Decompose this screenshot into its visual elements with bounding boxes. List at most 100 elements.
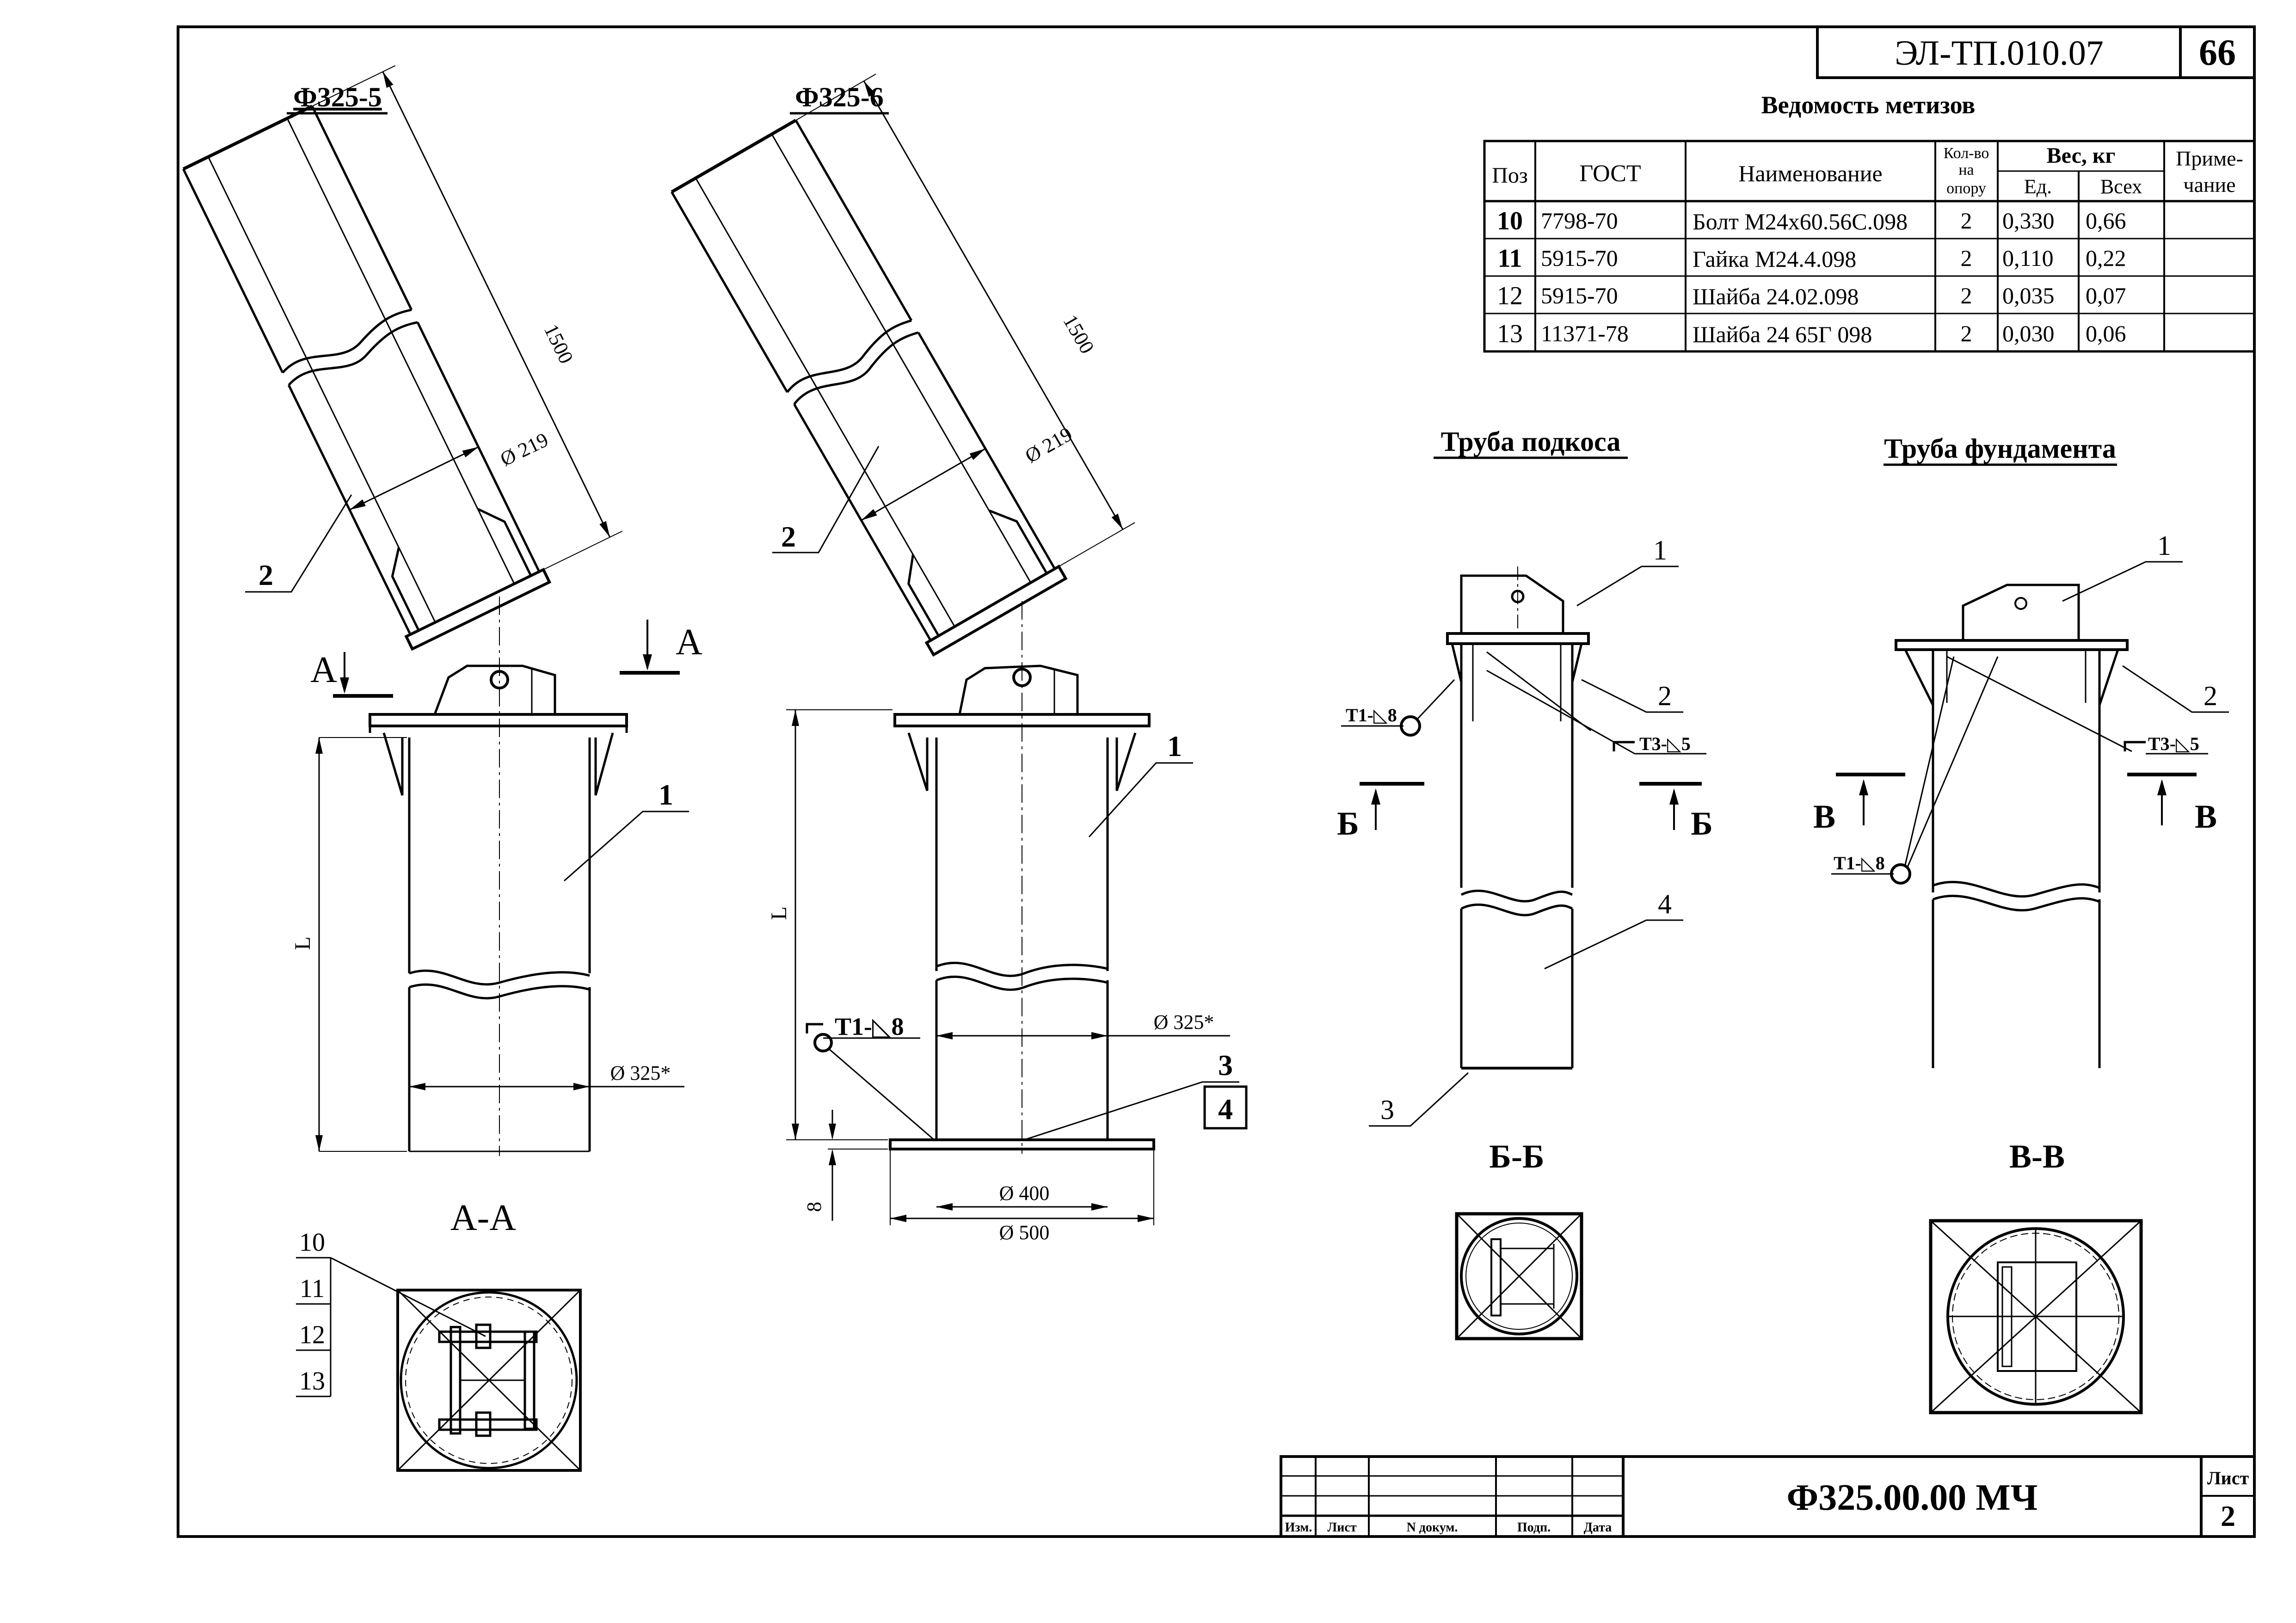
position-label: 4 (1218, 1093, 1233, 1125)
position-label: 1 (1653, 535, 1667, 566)
table-row: 11 5915-70 Гайка М24.4.098 2 0,110 0,22 (1498, 244, 2126, 273)
view-title-brace-pipe: Труба подкоса (1441, 426, 1621, 457)
section-mark-a-right: А (676, 622, 702, 663)
position-label: 2 (1658, 681, 1672, 711)
section-a-a (296, 1257, 582, 1472)
section-title-v-v: В-В (2009, 1138, 2065, 1175)
position-label: 12 (299, 1321, 325, 1349)
section-mark-a-left: А (310, 650, 337, 690)
bom-cell-qty: 2 (1961, 245, 1972, 271)
table-row: 13 11371-78 Шайба 24 65Г 098 2 0,030 0,0… (1497, 320, 2126, 348)
title-col-sheet: Лист (1327, 1520, 1356, 1535)
weld-symbol-t3: Т3-◺5 (2148, 733, 2199, 754)
position-label: 4 (1658, 889, 1672, 919)
doc-code: ЭЛ-ТП.010.07 (1895, 34, 2104, 73)
bom-header-weight: Вес, кг (2047, 143, 2116, 168)
position-label: 2 (781, 520, 796, 553)
bom-cell-gost: 7798-70 (1541, 208, 1618, 234)
bom-cell-name: Гайка М24.4.098 (1693, 246, 1856, 272)
title-col-signature: Подп. (1517, 1520, 1551, 1535)
bom-cell-gost: 5915-70 (1541, 245, 1618, 271)
position-label: 13 (299, 1367, 325, 1396)
section-mark-v-right: В (2195, 798, 2217, 835)
position-label: 1 (2157, 530, 2171, 561)
document-stamp: ЭЛ-ТП.010.07 66 (1816, 25, 2256, 79)
section-a-a-labels: А-А 10 11 12 13 (299, 1198, 516, 1396)
title-block (1280, 1455, 2256, 1538)
title-col-doc-number: N докум. (1407, 1520, 1458, 1535)
bom-cell-qty: 2 (1961, 208, 1972, 234)
position-label: 1 (659, 778, 673, 811)
bom-cell-pos: 11 (1498, 244, 1522, 273)
bom-cell-total: 0,06 (2086, 320, 2126, 346)
bom-title: Ведомость метизов (1761, 91, 1976, 119)
section-mark-v-left: В (1813, 798, 1835, 835)
section-title-a-a: А-А (450, 1198, 516, 1238)
table-row: 12 5915-70 Шайба 24.02.098 2 0,035 0,07 (1497, 282, 2126, 310)
title-block-text: Изм. Лист N докум. Подп. Дата Ф325.00.00… (1285, 1468, 2249, 1535)
bom-cell-pos: 10 (1497, 207, 1523, 235)
view-brace-pipe-labels: 1 2 4 3 Т1-◺8 Т3-◺5 Б Б Б-Б (1337, 535, 1713, 1175)
dim-dia-400: Ø 400 (999, 1182, 1050, 1205)
position-label: 2 (259, 559, 273, 591)
position-label: 3 (1218, 1049, 1233, 1082)
section-mark-b-left: Б (1337, 805, 1359, 842)
view-brace-pipe (1341, 566, 1706, 1127)
bom-header-gost: ГОСТ (1579, 160, 1641, 187)
view-title-foundation-pipe: Труба фундамента (1884, 433, 2116, 464)
view-f325-6 (671, 74, 1248, 1225)
bom-cell-total: 0,07 (2086, 283, 2126, 308)
bom-header-pos: Поз (1492, 163, 1528, 188)
bom-header-qty-1: Кол-во (1944, 145, 1989, 162)
weld-symbol-t1: Т1-◺8 (1834, 853, 1885, 873)
weld-symbol-t1: Т1-◺8 (835, 1013, 904, 1040)
bom-header-unit: Ед. (2024, 175, 2052, 198)
bom-cell-unit: 0,035 (2002, 283, 2055, 308)
bom-header-name: Наименование (1738, 160, 1883, 186)
section-mark-b-right: Б (1691, 805, 1713, 842)
dim-dia-325: Ø 325* (1154, 1011, 1214, 1033)
view-title-f325-6: Ф325-6 (795, 82, 884, 112)
bom-cell-unit: 0,110 (2002, 245, 2054, 271)
drawing-frame (177, 25, 2256, 1538)
bom-cell-gost: 5915-70 (1541, 283, 1618, 308)
view-foundation-pipe (1831, 561, 2229, 1068)
view-f325-6-labels: 2 1 3 4 1500 Ø 219 L 8 Ø 325* Ø 400 Ø 50… (767, 311, 1233, 1244)
title-col-date: Дата (1584, 1520, 1612, 1535)
position-label: 3 (1380, 1094, 1394, 1125)
dim-dia-500: Ø 500 (999, 1221, 1050, 1244)
bom-cell-pos: 12 (1497, 282, 1523, 310)
bom-cell-name: Шайба 24 65Г 098 (1693, 321, 1872, 347)
bom-header-qty-3: опору (1946, 180, 1986, 197)
view-f325-5 (182, 65, 689, 1156)
designation: Ф325.00.00 МЧ (1787, 1477, 2038, 1518)
position-label: 11 (300, 1274, 325, 1303)
section-v-v (1929, 1219, 2143, 1414)
bom-cell-qty: 2 (1961, 320, 1972, 346)
bom-table: Ведомость метизов Поз ГОСТ Наименование … (1483, 91, 2256, 353)
dim-length-L: L (767, 906, 791, 920)
bom-cell-unit: 0,330 (2002, 208, 2055, 234)
bom-cell-total: 0,66 (2086, 208, 2126, 234)
dim-dia-325: Ø 325* (610, 1062, 671, 1084)
view-foundation-pipe-labels: 1 2 Т1-◺8 Т3-◺5 В В В-В (1813, 530, 2217, 1175)
position-label: 1 (1167, 730, 1182, 762)
bom-header-qty-2: на (1958, 161, 1974, 178)
dim-length-L: L (290, 936, 315, 950)
bom-cell-total: 0,22 (2086, 245, 2126, 271)
weld-symbol-t3: Т3-◺5 (1639, 733, 1691, 754)
dim-thickness-8: 8 (803, 1202, 825, 1212)
section-b-b (1455, 1212, 1583, 1340)
bom-cell-qty: 2 (1961, 283, 1972, 308)
position-label: 2 (2204, 681, 2217, 711)
bom-cell-pos: 13 (1497, 320, 1523, 348)
section-title-b-b: Б-Б (1489, 1138, 1544, 1175)
bom-header-note-2: чание (2183, 173, 2235, 197)
bom-header-total: Всех (2100, 175, 2142, 198)
bom-cell-unit: 0,030 (2002, 320, 2055, 346)
weld-symbol-t1: Т1-◺8 (1346, 705, 1397, 725)
sheet-number: 2 (2221, 1500, 2235, 1532)
bom-header-note-1: Приме- (2176, 147, 2243, 170)
bom-cell-gost: 11371-78 (1541, 320, 1629, 346)
